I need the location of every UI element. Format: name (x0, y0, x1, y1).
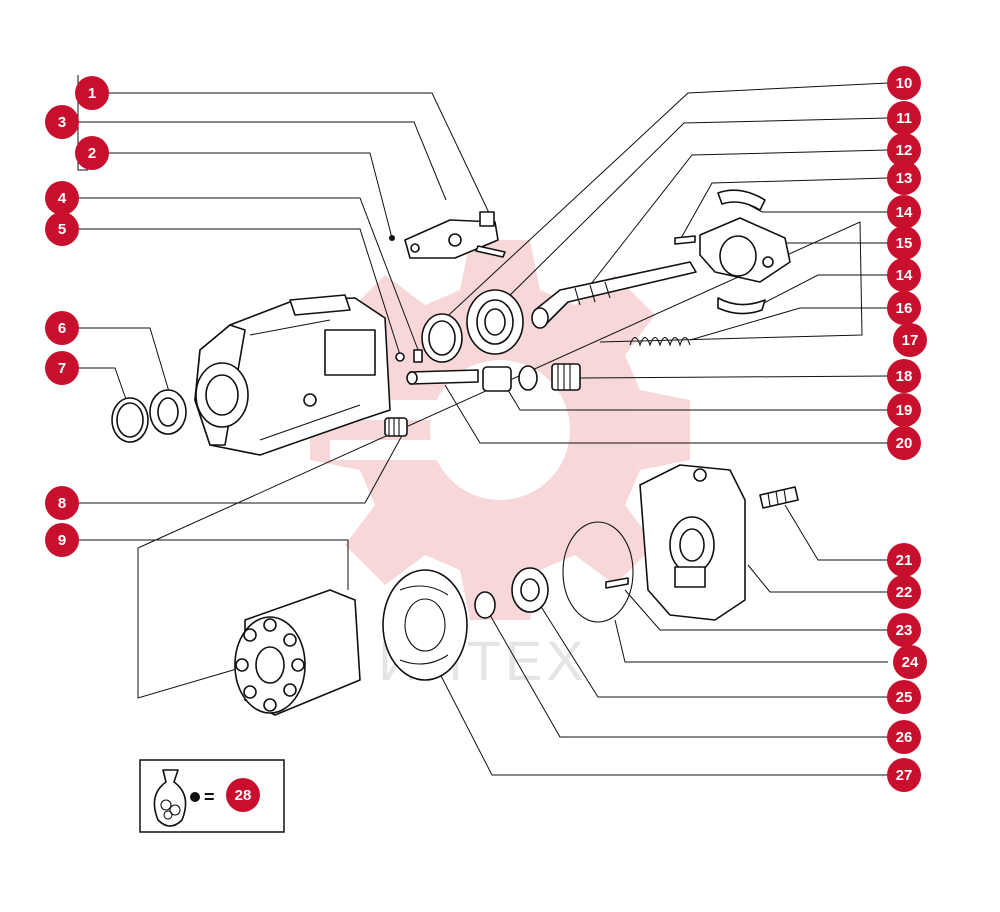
screw-21 (759, 486, 799, 509)
callouts: 1 3 2 4 5 6 7 8 9 10 11 12 13 14 15 14 1… (45, 66, 927, 792)
callout-10: 10 (887, 66, 921, 100)
svg-text:24: 24 (902, 654, 919, 671)
callout-25: 25 (887, 680, 921, 714)
svg-text:23: 23 (896, 622, 913, 639)
watermark: ИНТЕХ (310, 240, 690, 692)
pin-5 (413, 349, 423, 363)
svg-text:8: 8 (58, 495, 66, 512)
shaft-seal (149, 389, 187, 435)
svg-text:10: 10 (896, 75, 913, 92)
svg-text:5: 5 (58, 221, 66, 238)
callout-4: 4 (45, 181, 79, 215)
svg-text:14: 14 (896, 267, 913, 284)
callout-14a: 14 (887, 195, 921, 229)
svg-text:7: 7 (58, 360, 66, 377)
dot-icon (190, 792, 200, 802)
callout-15: 15 (887, 226, 921, 260)
control-rod (409, 369, 479, 385)
o-ring (562, 521, 634, 623)
svg-text:2: 2 (88, 145, 96, 162)
pin-23 (605, 577, 629, 589)
svg-text:20: 20 (896, 435, 913, 452)
bushing-lower (717, 297, 766, 315)
spring (629, 336, 691, 347)
svg-text:9: 9 (58, 532, 66, 549)
ball-4 (395, 352, 405, 362)
svg-text:17: 17 (902, 332, 919, 349)
callout-8: 8 (45, 486, 79, 520)
legend-callout (226, 778, 260, 812)
pin-13 (674, 235, 696, 245)
callout-24: 24 (893, 645, 927, 679)
svg-text:4: 4 (58, 190, 67, 207)
svg-text:19: 19 (896, 402, 913, 419)
callout-18: 18 (887, 359, 921, 393)
callout-9: 9 (45, 523, 79, 557)
svg-text:14: 14 (896, 204, 913, 221)
small-plug-icon (389, 235, 395, 241)
callout-11: 11 (887, 101, 921, 135)
callout-7: 7 (45, 351, 79, 385)
callout-13: 13 (887, 161, 921, 195)
svg-text:26: 26 (896, 729, 913, 746)
svg-text:16: 16 (896, 300, 913, 317)
svg-text:3: 3 (58, 114, 66, 131)
callout-19: 19 (887, 393, 921, 427)
end-cover (639, 464, 746, 621)
callout-26: 26 (887, 720, 921, 754)
svg-text:22: 22 (896, 584, 913, 601)
seal-ring (518, 365, 538, 391)
bearing-25 (511, 567, 549, 613)
callout-5: 5 (45, 212, 79, 246)
bearing-ring (421, 313, 463, 363)
callout-20: 20 (887, 426, 921, 460)
callout-3: 3 (45, 105, 79, 139)
svg-text:1: 1 (88, 85, 96, 102)
cylinder-block (234, 589, 361, 716)
callout-1: 1 (75, 76, 109, 110)
callout-14b: 14 (887, 258, 921, 292)
svg-text:18: 18 (896, 368, 913, 385)
watermark-gear-icon (310, 240, 690, 620)
callout-22: 22 (887, 575, 921, 609)
swash-plate (699, 217, 791, 283)
bearing (466, 289, 524, 355)
callout-27: 27 (887, 758, 921, 792)
callout-12: 12 (887, 133, 921, 167)
svg-text:12: 12 (896, 142, 913, 159)
svg-text:21: 21 (896, 552, 913, 569)
legend-box: = 28 (139, 759, 285, 833)
adjusting-plug (551, 363, 581, 391)
callout-21: 21 (887, 543, 921, 577)
callout-17: 17 (893, 323, 927, 357)
ring-26 (474, 591, 496, 619)
svg-text:13: 13 (896, 170, 913, 187)
plug (384, 417, 408, 437)
svg-text:11: 11 (896, 110, 912, 127)
parts-bag-icon (153, 769, 187, 827)
circlip (111, 397, 149, 443)
pump-housing (194, 294, 391, 456)
legend-equals: = (204, 787, 215, 807)
callout-16: 16 (887, 291, 921, 325)
svg-text:6: 6 (58, 320, 66, 337)
svg-text:25: 25 (896, 689, 913, 706)
legend-callout-label: 28 (235, 787, 252, 804)
bushing-upper (717, 189, 766, 211)
callout-6: 6 (45, 311, 79, 345)
svg-text:27: 27 (896, 767, 913, 784)
valve-plate (382, 569, 468, 681)
leader-lines (77, 75, 889, 776)
callout-2: 2 (75, 136, 109, 170)
drive-shaft (531, 261, 697, 329)
control-valve (404, 211, 506, 259)
callout-23: 23 (887, 613, 921, 647)
svg-text:15: 15 (896, 235, 913, 252)
guide-bush (482, 366, 512, 392)
